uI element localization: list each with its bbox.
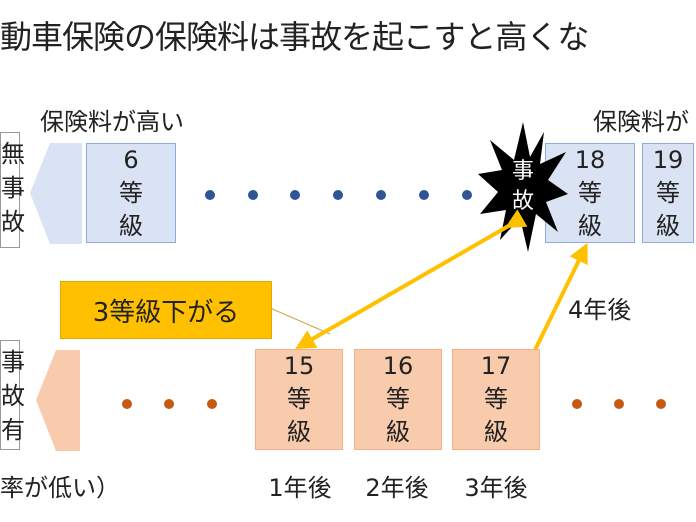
dot: [419, 190, 429, 200]
grade-number: 18: [574, 145, 606, 174]
dot: [656, 399, 666, 409]
blue-arrow-shape: [30, 143, 82, 244]
dot: [572, 399, 582, 409]
dot: [290, 190, 300, 200]
grade-number: 19: [652, 145, 684, 174]
dot: [376, 190, 386, 200]
peach-arrow-shape: [36, 350, 80, 451]
grade-unit: 級: [386, 418, 410, 446]
grade-unit: 級: [656, 211, 680, 240]
grade-box-16: 16 等級: [354, 349, 442, 450]
dot: [248, 190, 258, 200]
after-4-label: 4年後: [568, 296, 632, 324]
dot: [333, 190, 343, 200]
accident-label: 事故有: [0, 340, 25, 450]
caption-3-years: 3年後: [464, 474, 528, 502]
caption-2-years: 2年後: [365, 474, 429, 502]
grade-unit: 級: [287, 418, 311, 446]
low-rate-label: 率が低い）: [0, 474, 120, 502]
grade-box-19: 19 等級: [642, 143, 694, 243]
low-premium-label: 保険料が: [593, 108, 689, 136]
drop-arrow: [295, 209, 528, 349]
grade-unit: 等: [386, 385, 410, 413]
down-three-callout: 3等級下がる: [60, 281, 272, 339]
grade-unit: 等: [287, 385, 311, 413]
grade-number: 17: [480, 352, 512, 380]
dot: [122, 399, 132, 409]
explosion-icon: [478, 122, 568, 252]
grade-number: 15: [283, 352, 315, 380]
grade-box-15: 15 等級: [255, 349, 343, 450]
dot: [164, 399, 174, 409]
dot: [205, 190, 215, 200]
high-premium-label: 保険料が高い: [40, 108, 184, 136]
grade-number: 16: [382, 352, 414, 380]
grade-box-6: 6 等級: [86, 143, 176, 243]
dot: [614, 399, 624, 409]
no-accident-label: 無事故: [0, 132, 25, 248]
grade-unit: 等: [119, 178, 143, 207]
callout-leader-line: [269, 307, 331, 335]
callout-text: 3等級下がる: [92, 297, 240, 328]
accident-text: 事故有: [1, 348, 25, 444]
dot: [462, 190, 472, 200]
grade-unit: 等: [578, 178, 602, 207]
dot: [207, 399, 217, 409]
grade-unit: 等: [656, 178, 680, 207]
slide-title: 動車保険の保険料は事故を起こすと高くな: [0, 18, 589, 56]
caption-1-year: 1年後: [268, 474, 332, 502]
grade-unit: 級: [484, 418, 508, 446]
grade-unit: 等: [484, 385, 508, 413]
grade-unit: 級: [578, 211, 602, 240]
no-accident-text: 無事故: [1, 140, 25, 236]
grade-box-17: 17 等級: [452, 349, 540, 450]
grade-number: 6: [123, 145, 139, 174]
grade-unit: 級: [119, 211, 143, 240]
recover-arrow: [533, 242, 588, 351]
accident-burst-label: 事故: [511, 159, 534, 214]
